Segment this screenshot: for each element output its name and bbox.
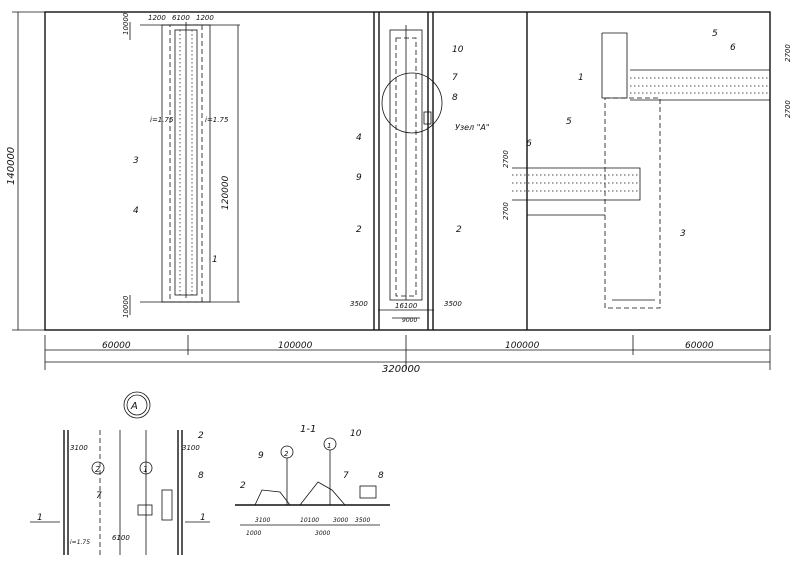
section-dim-5: 3500	[355, 517, 370, 524]
section-callout-9: 9	[258, 451, 264, 461]
callout-2-center-right: 2	[456, 225, 462, 235]
detail-a-callout-7: 7	[96, 491, 102, 501]
dim-bottom-total: 320000	[382, 364, 420, 375]
dim-right-mid-b: 2700	[502, 202, 510, 220]
dim-center-width: 16100	[395, 302, 418, 310]
slope-left: i=1.75	[150, 116, 174, 124]
detail-a-marker-2: 2	[95, 465, 100, 474]
section-1-1-title: 1-1	[300, 424, 316, 435]
dim-right-mid-a: 2700	[502, 150, 510, 168]
detail-a-dim-bottom: 6100	[112, 534, 130, 542]
section-callout-7: 7	[343, 471, 349, 481]
dim-top-width-c: 1200	[196, 14, 214, 22]
detail-a-callout-8: 8	[198, 471, 204, 481]
detail-a-section-mark-right: 1	[200, 513, 206, 523]
dim-left-small-bottom: 10000	[122, 295, 130, 318]
callout-4-left: 4	[133, 206, 139, 216]
dim-top-width-b: 6100	[172, 14, 190, 22]
callout-3-left: 3	[133, 156, 139, 166]
callout-1-left: 1	[212, 255, 218, 265]
detail-a-dim-right: 3100	[182, 444, 200, 452]
dim-bottom-seg-4: 60000	[685, 341, 714, 351]
dim-total-height: 140000	[6, 147, 17, 185]
dim-center-inner: 9000	[402, 317, 417, 324]
section-dim-1: 3100	[255, 517, 270, 524]
callout-4-center: 4	[356, 133, 362, 143]
left-trench	[129, 22, 240, 315]
dim-left-small-top: 10000	[122, 12, 130, 35]
section-marker-2: 2	[284, 450, 289, 458]
callout-5-right-mid: 5	[566, 117, 572, 127]
callout-1-right: 1	[578, 73, 584, 83]
callout-5-right-top: 5	[712, 29, 718, 39]
section-dim-6: 1000	[246, 530, 261, 537]
detail-a-dim-left: 3100	[70, 444, 88, 452]
dim-right-top-b: 2700	[784, 100, 792, 118]
detail-a-section-mark-left: 1	[37, 513, 43, 523]
dim-center-left: 3500	[350, 300, 368, 308]
plan-outline	[44, 11, 771, 331]
dim-top-width-a: 1200	[148, 14, 166, 22]
detail-a	[30, 391, 210, 555]
dim-bottom-seg-2: 100000	[278, 341, 313, 351]
section-marker-1: 1	[327, 442, 331, 450]
callout-6-right-top: 6	[730, 43, 736, 53]
section-callout-8: 8	[378, 471, 384, 481]
detail-a-title: А	[130, 401, 138, 412]
slope-right: i=1.75	[205, 116, 229, 124]
section-dim-2: 10100	[300, 517, 319, 524]
section-callout-2: 2	[240, 481, 246, 491]
detail-a-callout-2: 2	[198, 431, 204, 441]
callout-10-center: 10	[452, 45, 464, 55]
dim-center-right: 3500	[444, 300, 462, 308]
callout-2-center-left: 2	[356, 225, 362, 235]
callout-6-right-mid: 6	[526, 139, 532, 149]
detail-a-marker-1: 1	[143, 465, 148, 474]
callout-3-right: 3	[680, 229, 686, 239]
section-1-1	[235, 437, 390, 526]
callout-8-center: 8	[452, 93, 458, 103]
node-a-label: Узел "А"	[455, 123, 490, 132]
right-structure	[512, 32, 771, 309]
section-dim-3: 3000	[315, 530, 330, 537]
section-callout-10: 10	[350, 429, 362, 439]
dim-bottom-seg-1: 60000	[102, 341, 131, 351]
callout-7-center: 7	[452, 73, 458, 83]
bottom-dimensions	[12, 11, 771, 370]
section-dim-4: 3000	[333, 517, 348, 524]
detail-a-slope: i=1.75	[70, 539, 90, 546]
dim-bottom-seg-3: 100000	[505, 341, 540, 351]
callout-9-center: 9	[356, 173, 362, 183]
dim-right-top-a: 2700	[784, 44, 792, 62]
center-trench	[378, 25, 443, 319]
dim-mid-height: 120000	[221, 175, 231, 210]
